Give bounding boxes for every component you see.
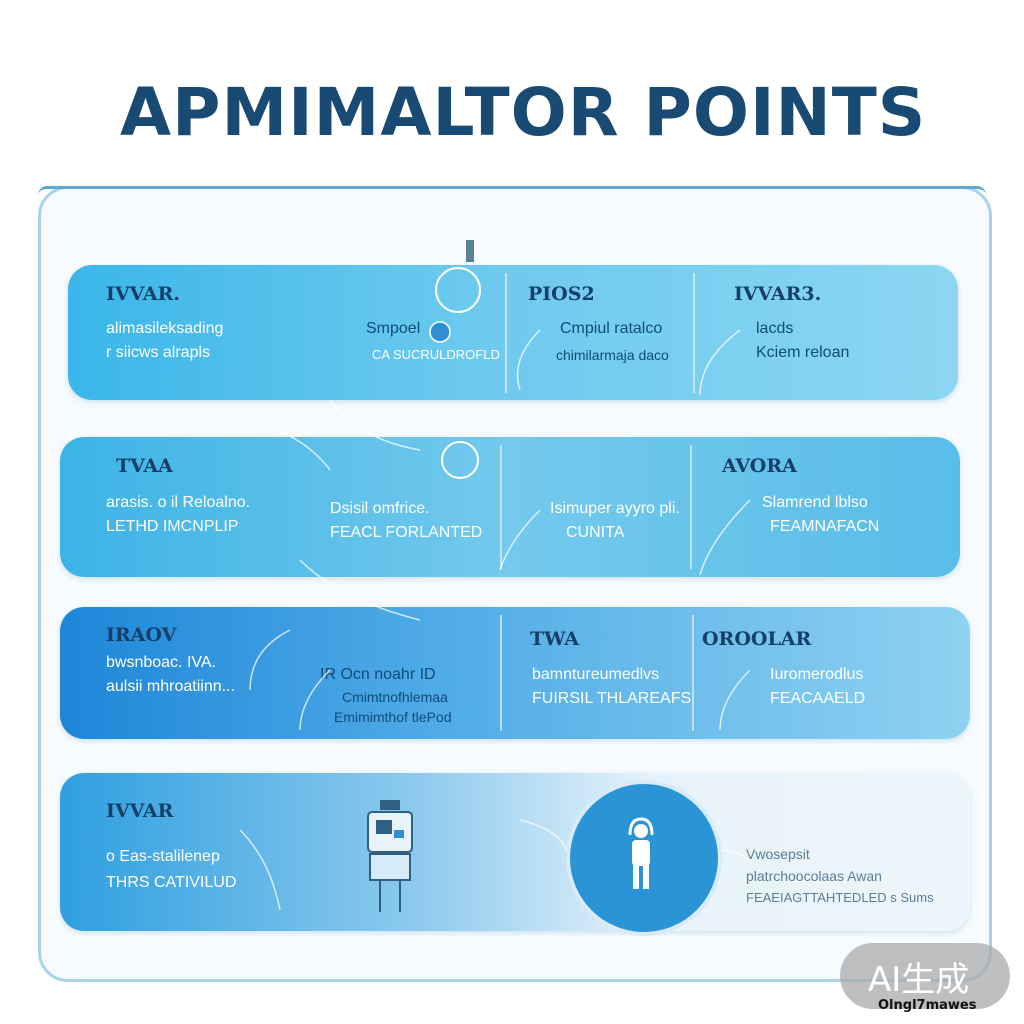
row3-col1-line2: aulsii mhroatiinn... <box>106 678 235 695</box>
row1-col4-line1: lacds <box>756 320 794 337</box>
row2-col1-line1: arasis. o il Reloalno. <box>106 494 251 511</box>
row3-col2-line1: IR Ocn noahr ID <box>320 666 436 683</box>
divider <box>505 273 507 393</box>
divider <box>500 445 502 569</box>
row3-col1-heading: IRAOV <box>106 624 177 646</box>
info-row-3 <box>60 607 970 739</box>
page-title: APMIMALTOR POINTS <box>120 74 927 151</box>
row3-col1-line1: bwsnboac. IVA. <box>106 654 216 671</box>
divider <box>690 445 692 569</box>
row3-col2-line3: Emimimthof tlePod <box>334 709 452 725</box>
row1-col4-heading: IVVAR3. <box>734 283 822 305</box>
divider <box>693 273 695 393</box>
row4-col4-line1: Vwosepsit <box>746 846 810 862</box>
info-row-1 <box>68 265 958 400</box>
row2-col1-heading: TVAA <box>116 455 173 477</box>
row3-col3-line1: bamntureumedlvs <box>532 666 660 683</box>
person-icon <box>628 817 654 889</box>
row4-col1-heading: IVVAR <box>106 800 174 822</box>
device-icon <box>367 800 413 912</box>
row1-col4-line2: Kciem reloan <box>756 344 850 361</box>
row2-col4-heading: AVORA <box>722 455 797 477</box>
info-row-4 <box>60 773 970 931</box>
row4-col4-line2: platrchoocolaas Awan <box>746 868 882 884</box>
info-row-2 <box>60 437 960 577</box>
row3-col3-heading: TWA <box>530 628 580 650</box>
row2-col2-line2: FEACL FORLANTED <box>330 524 483 541</box>
divider <box>692 615 694 731</box>
watermark-sub: Olngl7mawes <box>878 998 977 1013</box>
row3-col3-line2: FUIRSIL THLAREAFS <box>532 690 692 707</box>
row1-col2-line2: CA SUCRULDROFLD <box>372 347 500 362</box>
row3-col4-heading: OROOLAR <box>702 628 812 650</box>
divider <box>500 615 502 731</box>
row4-col4-line3: FEAEIAGTTAHTEDLED s Sums <box>746 890 934 905</box>
row4-col1-line2: THRS CATIVILUD <box>106 874 237 891</box>
row1-col2-line1: Smpoel <box>366 320 421 337</box>
row3-col4-line2: FEACAAELD <box>770 690 866 707</box>
row2-col3-line2: CUNITA <box>566 524 625 541</box>
row1-col1-heading: IVVAR. <box>106 283 181 305</box>
row3-col2-line2: Cmimtnofhlemaa <box>342 689 448 705</box>
row4-col1-line1: o Eas-stalilenep <box>106 848 220 865</box>
row2-col4-line1: Slamrend lblso <box>762 494 868 511</box>
watermark-badge <box>840 943 1010 1009</box>
row1-col3-heading: PIOS2 <box>528 283 595 305</box>
row1-col3-line2: chimilarmaja daco <box>556 347 669 363</box>
row3-col4-line1: Iuromerodlus <box>770 666 864 683</box>
row2-col1-line2: LETHD IMCNPLIP <box>106 518 239 535</box>
row2-col4-line2: FEAMNAFACN <box>770 518 880 535</box>
row1-col1-line1: alimasileksading <box>106 320 224 337</box>
watermark-label: AI生成 <box>868 960 970 1000</box>
row2-col2-line1: Dsisil omfrice. <box>330 500 430 517</box>
row1-col3-line1: Cmpiul ratalco <box>560 320 663 337</box>
row2-col3-line1: Isimuper ayyro pli. <box>550 500 680 517</box>
row1-col1-line2: r siicws alrapls <box>106 344 211 361</box>
